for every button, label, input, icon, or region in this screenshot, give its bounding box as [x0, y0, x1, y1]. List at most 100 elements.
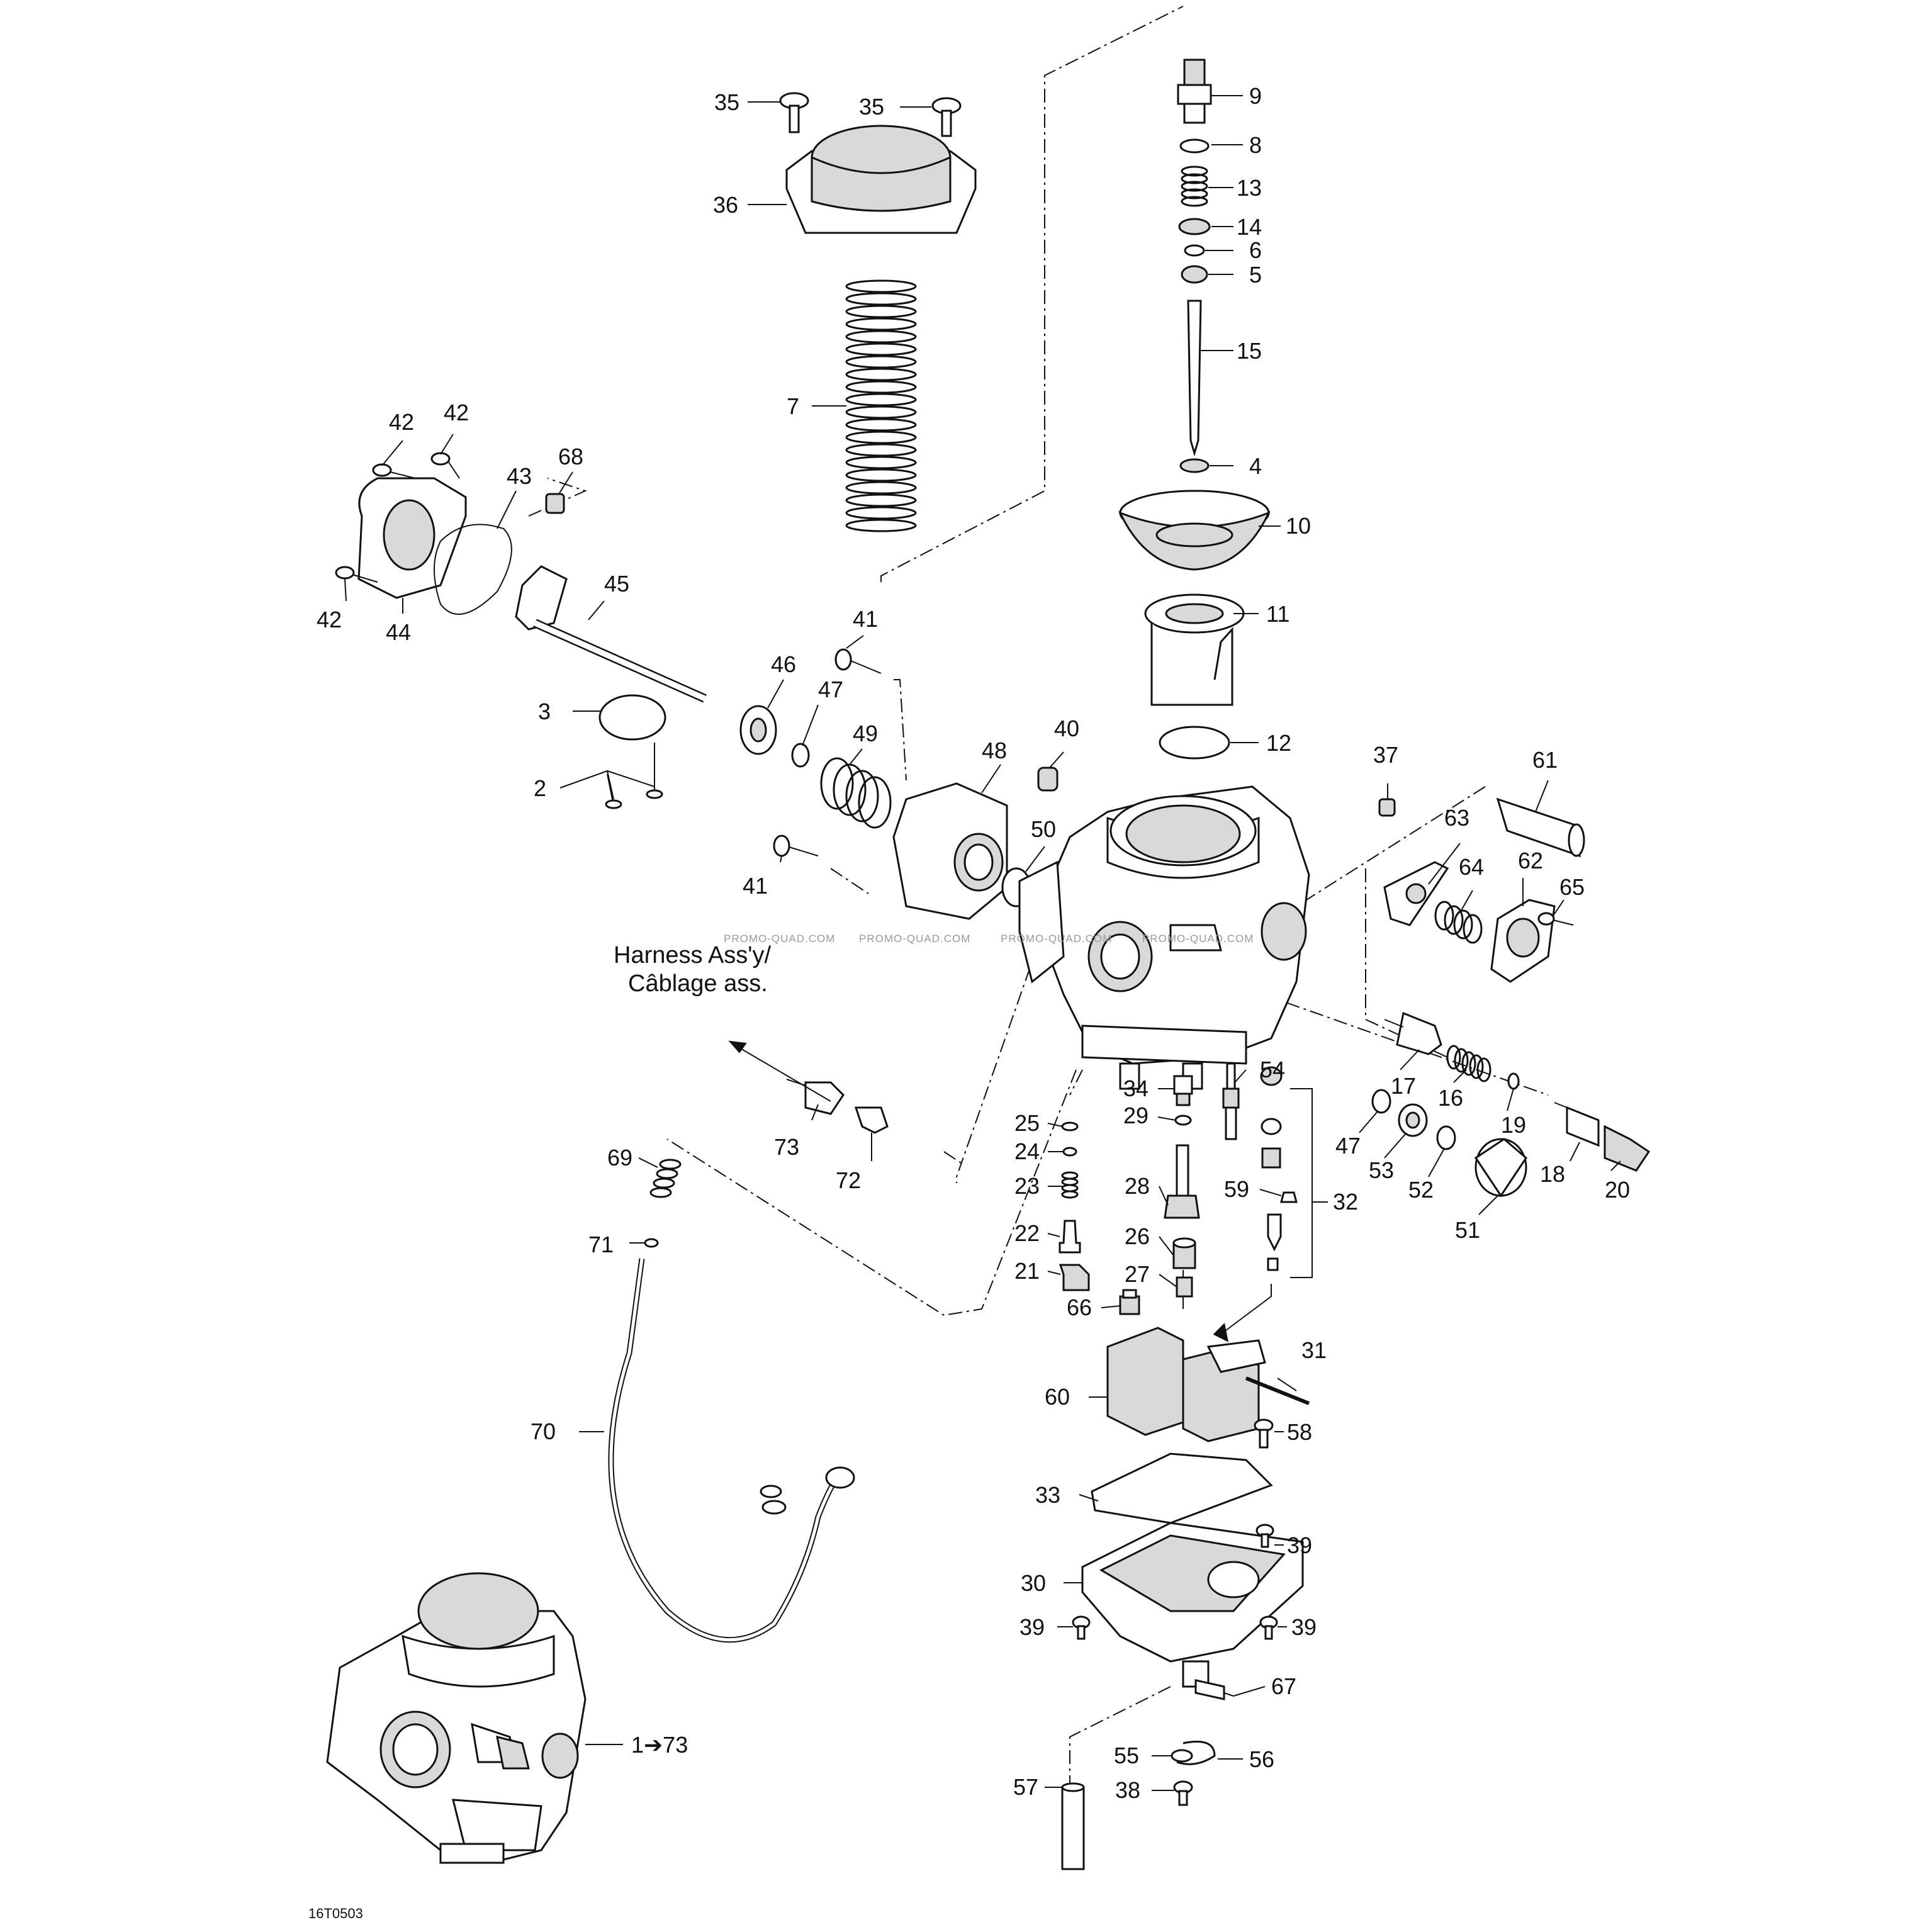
holder-part-26 [1172, 1237, 1196, 1269]
screw-part-35b [931, 97, 962, 137]
jet-part-34 [1173, 1075, 1193, 1106]
oring-part-12 [1159, 726, 1230, 760]
callout-42b: 42 [444, 400, 469, 425]
oring-part-8 [1179, 138, 1210, 154]
spring-part-49 [820, 757, 892, 829]
callout-17: 17 [1391, 1073, 1416, 1099]
callout-39b: 39 [1019, 1614, 1045, 1640]
callout-49: 49 [853, 721, 878, 746]
watermark-3: PROMO-QUAD.COM [1001, 933, 1112, 945]
callout-41b: 41 [743, 873, 768, 899]
lever-part-45 [515, 565, 568, 631]
float-bowl-group [1061, 1452, 1304, 1870]
screw-part-58 [1254, 1418, 1274, 1449]
callout-11: 11 [1266, 601, 1289, 627]
needle-part-59 [1280, 1191, 1298, 1203]
callout-21: 21 [1014, 1258, 1040, 1284]
callout-60: 60 [1045, 1384, 1070, 1410]
washer-part-4 [1179, 458, 1210, 473]
watermark-2: PROMO-QUAD.COM [859, 933, 970, 945]
screw-part-2a [605, 773, 622, 809]
callout-39c: 39 [1291, 1614, 1317, 1640]
spring-part-23 [1061, 1171, 1079, 1199]
callout-labels: 35 35 36 7 9 8 13 14 6 5 15 4 10 11 12 4… [317, 83, 1630, 1803]
slide-part-11 [1144, 593, 1245, 706]
oring-part-24 [1062, 1147, 1077, 1157]
tps-and-cable [608, 1079, 889, 1643]
callout-47b: 47 [1335, 1133, 1361, 1159]
callout-48: 48 [982, 738, 1007, 763]
screw-part-39a [1255, 1524, 1274, 1548]
oring-part-29 [1174, 1115, 1192, 1126]
callout-67: 67 [1271, 1673, 1296, 1699]
callout-52: 52 [1408, 1177, 1434, 1203]
needle-assembly [1118, 59, 1271, 760]
screw-part-54 [1222, 1062, 1240, 1140]
needle-jet-part-28 [1164, 1144, 1200, 1219]
plate-part-3 [598, 694, 666, 741]
callout-71: 71 [588, 1232, 614, 1257]
jet-part-66 [1119, 1289, 1140, 1315]
bushing-part-46 [739, 705, 777, 755]
callout-51: 51 [1455, 1217, 1480, 1243]
oring-part-71 [644, 1238, 659, 1248]
screw-part-39c [1259, 1615, 1278, 1640]
callout-38: 38 [1115, 1777, 1140, 1803]
callout-63: 63 [1444, 805, 1469, 831]
callout-28: 28 [1125, 1173, 1150, 1199]
cap-part-51 [1474, 1138, 1527, 1198]
callout-41a: 41 [853, 606, 878, 632]
callout-18: 18 [1540, 1161, 1565, 1187]
spring-part-16 [1446, 1045, 1491, 1082]
callout-26: 26 [1125, 1223, 1150, 1249]
cap-part-40 [1037, 767, 1059, 792]
gasket-part-43 [434, 524, 512, 615]
float-valve-group [1213, 1062, 1328, 1342]
callout-12: 12 [1266, 730, 1291, 756]
pin-part-31 [1245, 1376, 1310, 1405]
screw-part-22 [1059, 1220, 1081, 1254]
oring-part-47b [1371, 1089, 1391, 1114]
screw-part-41a [834, 648, 882, 674]
needle-part-15 [1187, 300, 1202, 457]
screw-part-18 [1554, 1102, 1600, 1147]
callout-62: 62 [1518, 848, 1543, 873]
callout-10: 10 [1286, 513, 1311, 539]
tube-part-61 [1496, 797, 1585, 858]
callout-40: 40 [1054, 716, 1079, 741]
plunger-part-17 [1384, 1011, 1442, 1055]
callout-4: 4 [1249, 453, 1262, 479]
spring-part-64 [1434, 901, 1483, 944]
clip-part-56 [1176, 1741, 1216, 1765]
callout-35a: 35 [714, 89, 739, 115]
idle-screw-parts [1371, 1011, 1651, 1198]
callout-42c: 42 [317, 607, 342, 632]
callout-35b: 35 [859, 94, 884, 120]
callout-34: 34 [1123, 1076, 1149, 1101]
screw-part-2b [646, 743, 663, 799]
callout-72: 72 [836, 1167, 861, 1193]
throttle-shaft-assembly [335, 452, 707, 809]
watermark-1: PROMO-QUAD.COM [724, 933, 835, 945]
watermark-4: PROMO-QUAD.COM [1142, 933, 1254, 945]
screw-part-42b [430, 452, 460, 479]
callout-54: 54 [1260, 1057, 1285, 1082]
screw-part-67 [1194, 1679, 1234, 1700]
oring-part-25 [1061, 1121, 1079, 1132]
diaphragm-part-10 [1118, 490, 1271, 571]
clip-part-32c [1267, 1257, 1279, 1271]
screw-part-39b [1072, 1615, 1091, 1640]
figure-code: 16T0503 [308, 1906, 363, 1921]
spacer-part-5 [1181, 265, 1208, 284]
ring-part-19 [1507, 1072, 1520, 1090]
callout-31: 31 [1301, 1337, 1327, 1363]
callout-44: 44 [386, 619, 411, 645]
callout-19: 19 [1501, 1112, 1526, 1138]
harness-label-line1: Harness Ass'y/ [614, 942, 772, 969]
cable-part-70 [608, 1258, 855, 1643]
callout-29: 29 [1123, 1103, 1149, 1128]
callout-73: 73 [774, 1134, 799, 1160]
callout-43: 43 [507, 463, 532, 489]
screw-part-37 [1378, 798, 1396, 817]
